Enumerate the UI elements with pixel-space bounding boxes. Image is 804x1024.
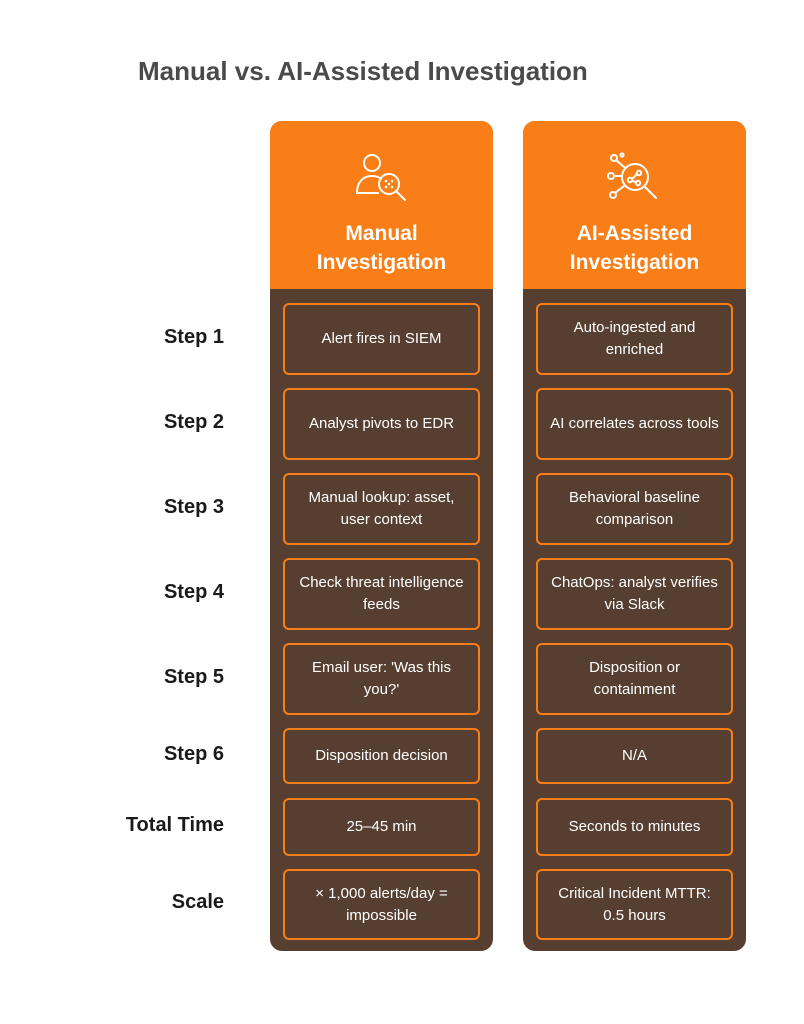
manual-cell-total-time: 25–45 min [283,798,480,856]
row-label-step-3: Step 3 [163,496,224,518]
ai-cell-step-4: ChatOps: analyst verifies via Slack [536,558,733,630]
row-label-step-6: Step 6 [163,743,224,765]
page-title: Manual vs. AI-Assisted Investigation [138,56,588,86]
network-search-icon [606,152,657,199]
ai-column-title: AI-Assisted Investigation [569,222,700,274]
user-search-icon [355,154,406,201]
manual-column-title: Manual Investigation [316,222,447,274]
row-label-step-1: Step 1 [163,326,224,348]
manual-cell-scale: × 1,000 alerts/day = impossible [283,869,480,940]
ai-cell-total-time: Seconds to minutes [536,798,733,856]
manual-column-header: Manual Investigation [270,121,493,289]
row-label-step-2: Step 2 [163,411,224,433]
manual-cell-step-5: Email user: 'Was this you?' [283,643,480,715]
ai-cell-step-5: Disposition or containment [536,643,733,715]
ai-cell-step-2: AI correlates across tools [536,388,733,460]
manual-cell-step-2: Analyst pivots to EDR [283,388,480,460]
ai-column: AI-Assisted Investigation Auto-ingested … [523,121,746,951]
manual-cell-step-1: Alert fires in SIEM [283,303,480,375]
row-label-scale: Scale [171,891,224,913]
manual-cell-step-3: Manual lookup: asset, user context [283,473,480,545]
ai-cell-step-1: Auto-ingested and enriched [536,303,733,375]
ai-cell-scale: Critical Incident MTTR: 0.5 hours [536,869,733,940]
manual-cell-step-4: Check threat intelligence feeds [283,558,480,630]
row-label-step-5: Step 5 [163,666,224,688]
ai-cell-step-6: N/A [536,728,733,784]
row-label-total-time: Total Time [125,814,224,836]
row-label-step-4: Step 4 [163,581,224,603]
ai-cell-step-3: Behavioral baseline comparison [536,473,733,545]
manual-column: Manual Investigation Alert fires in SIEM… [270,121,493,951]
ai-column-header: AI-Assisted Investigation [523,121,746,289]
manual-cell-step-6: Disposition decision [283,728,480,784]
